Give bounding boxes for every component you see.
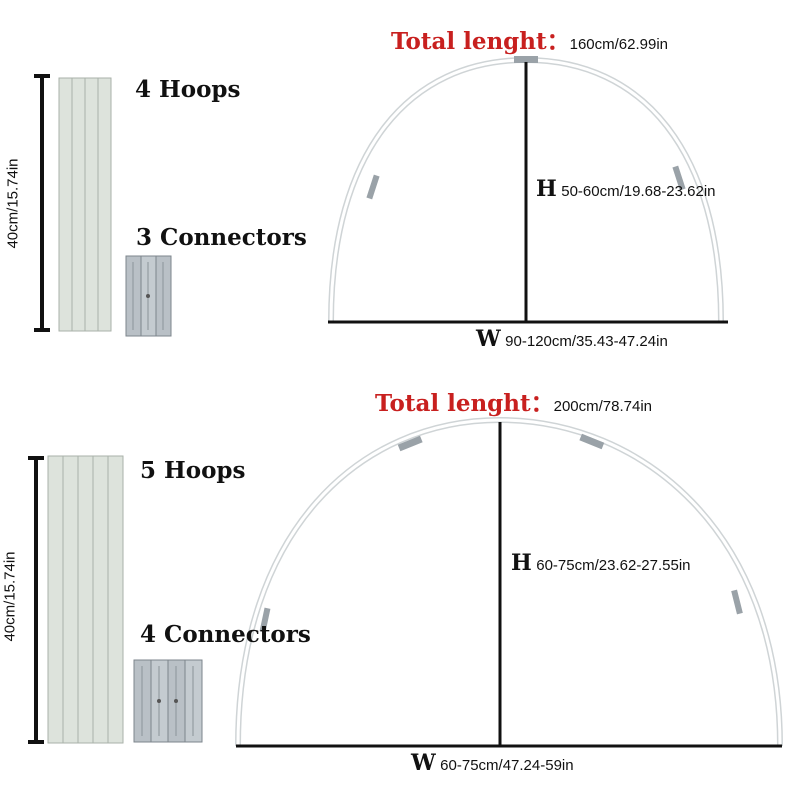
arch-connector xyxy=(259,607,271,633)
hoop-pole xyxy=(97,77,112,332)
arch-connector xyxy=(366,174,380,200)
hoop-pole xyxy=(71,77,86,332)
height-letter: H xyxy=(536,176,557,202)
connectors-count-label: 3 Connectors xyxy=(136,224,307,251)
hoop-pole xyxy=(84,77,99,332)
total-length: Total lenght：200cm/78.74in xyxy=(375,384,652,418)
pole-length-bracket xyxy=(34,74,50,332)
hoop-arch xyxy=(235,416,783,747)
arch-connector xyxy=(731,589,743,615)
width-dimension: W 60-75cm/47.24-59in xyxy=(411,750,574,776)
hoop-pole xyxy=(77,455,94,744)
kit-panel-5-hoops: 40cm/15.74in 5 Hoops 4 Connectors Total … xyxy=(0,380,800,780)
height-dimension: H 50-60cm/19.68-23.62in xyxy=(536,176,716,202)
connector-tubes xyxy=(125,255,172,337)
width-dimension: W 90-120cm/35.43-47.24in xyxy=(476,326,668,352)
hoops-count-label: 5 Hoops xyxy=(140,457,246,484)
hoop-poles xyxy=(47,455,124,744)
arch-connector xyxy=(397,435,423,452)
hoop-arch xyxy=(328,56,724,323)
height-letter: H xyxy=(511,550,532,576)
hoops-count-label: 4 Hoops xyxy=(135,76,241,103)
width-letter: W xyxy=(476,326,501,352)
arch-connector xyxy=(514,56,538,63)
connector-tubes xyxy=(133,659,203,743)
total-length-value: 160cm/62.99in xyxy=(569,36,669,53)
width-value: 90-120cm/35.43-47.24in xyxy=(505,333,668,350)
connectors-count-label: 4 Connectors xyxy=(140,621,311,648)
arch-connector xyxy=(579,433,605,450)
total-length-value: 200cm/78.74in xyxy=(553,398,653,415)
arch-connector xyxy=(672,165,686,191)
width-letter: W xyxy=(411,750,436,776)
hoop-pole xyxy=(58,77,73,332)
width-value: 60-75cm/47.24-59in xyxy=(440,757,574,774)
pole-length-label: 40cm/15.74in xyxy=(4,158,22,249)
height-value: 60-75cm/23.62-27.55in xyxy=(536,557,691,574)
hoop-pole xyxy=(62,455,79,744)
hoop-pole xyxy=(107,455,124,744)
kit-diagram-4-hoops xyxy=(34,56,728,337)
total-length-label: Total lenght： xyxy=(391,28,570,55)
kit-panel-4-hoops: 40cm/15.74in 4 Hoops 3 Connectors Total … xyxy=(4,22,728,352)
height-value: 50-60cm/19.68-23.62in xyxy=(561,183,716,200)
total-length-label: Total lenght： xyxy=(375,390,554,417)
height-dimension: H 60-75cm/23.62-27.55in xyxy=(511,550,691,576)
kit-diagram-5-hoops xyxy=(28,416,783,748)
total-length: Total lenght：160cm/62.99in xyxy=(391,22,668,56)
pole-length-label: 40cm/15.74in xyxy=(1,551,19,642)
hoop-pole xyxy=(92,455,109,744)
pole-length-bracket xyxy=(28,456,44,744)
hoop-poles xyxy=(58,77,112,332)
hoop-pole xyxy=(47,455,64,744)
